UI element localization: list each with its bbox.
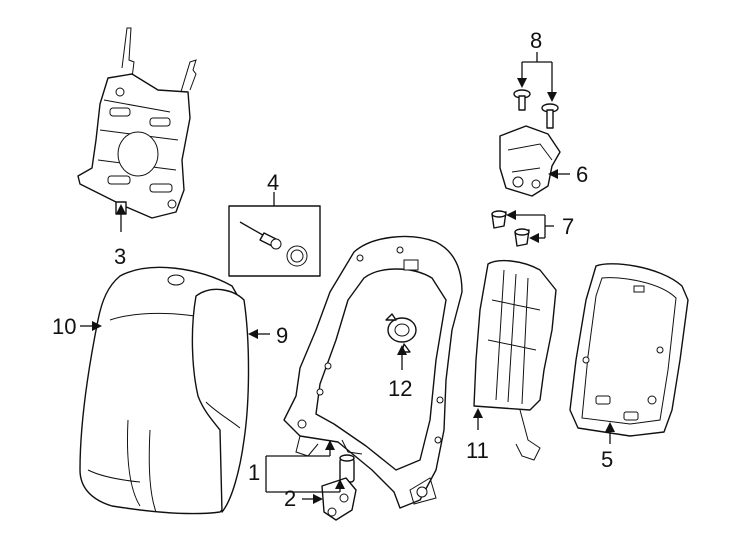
callout-1: 1 — [248, 460, 260, 485]
callout-9: 9 — [276, 323, 288, 348]
callout-3: 3 — [114, 244, 126, 269]
callout-6: 6 — [576, 162, 588, 187]
part-7-grommets — [491, 210, 554, 247]
leader-1 — [265, 440, 345, 493]
part-9-foam-pad — [191, 288, 270, 513]
callout-5: 5 — [601, 447, 613, 472]
callout-4: 4 — [267, 170, 279, 195]
part-8-bolts — [513, 52, 559, 129]
part-2-recliner-motor — [302, 454, 357, 521]
part-5-rear-panel — [569, 263, 689, 444]
part-12-sensor — [385, 313, 417, 370]
part-6-bracket — [499, 125, 570, 197]
part-3-lumbar-panel — [77, 27, 197, 232]
part-1-seat-back-frame — [283, 235, 463, 509]
callout-7: 7 — [562, 214, 574, 239]
callout-2: 2 — [284, 486, 296, 511]
part-11-back-panel — [473, 259, 557, 461]
callout-8: 8 — [530, 28, 542, 53]
callout-10: 10 — [52, 314, 76, 339]
callout-11: 11 — [466, 438, 489, 463]
callout-12: 12 — [388, 376, 412, 401]
part-4-clip-kit — [228, 192, 321, 277]
callout-labels: 1 2 3 4 5 6 7 8 9 10 11 12 — [52, 28, 613, 511]
